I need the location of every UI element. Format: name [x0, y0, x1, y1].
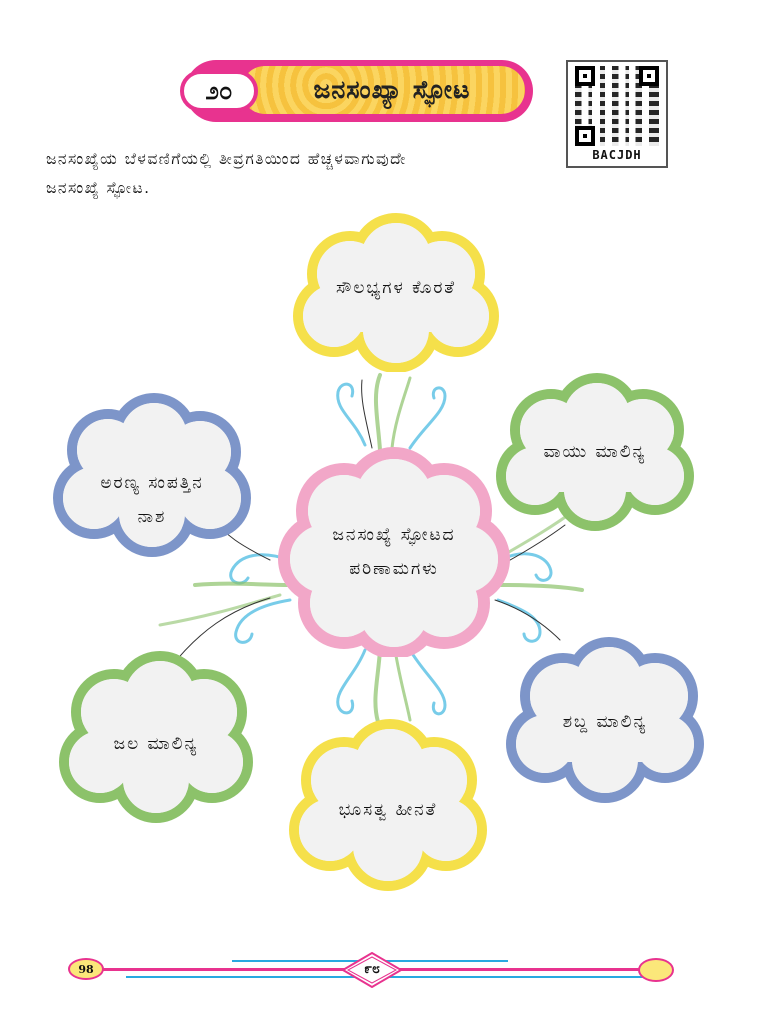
page-number: 98: [68, 958, 104, 980]
cloud-label-center-line1: ಜನಸಂಖ್ಯೆ ಸ್ಫೋಟದ: [332, 525, 456, 545]
cloud-label-left-lower: ಜಲ ಮಾಲಿನ್ಯ: [113, 734, 199, 754]
cloud-label-right-upper: ವಾಯು ಮಾಲಿನ್ಯ: [543, 442, 647, 462]
qr-finder-top-left: [575, 66, 595, 86]
intro-line-1: ಜನಸಂಖ್ಯೆಯ ಬೆಳವಣಿಗೆಯಲ್ಲಿ ತೀವ್ರಗತಿಯಿಂದ ಹೆಚ…: [46, 150, 407, 168]
cloud-label-left-upper: ಅರಣ್ಯ ಸಂಪತ್ತಿನ ನಾಶ: [52, 460, 252, 540]
intro-line-2: ಜನಸಂಖ್ಯೆ ಸ್ಫೋಟ.: [46, 179, 151, 197]
page-number-kannada: ೯೮: [364, 961, 380, 977]
title-banner-fill: [241, 66, 525, 114]
qr-finder-bottom-left: [575, 126, 595, 146]
cloud-left-lower: [59, 651, 253, 823]
qr-finder-top-right: [639, 66, 659, 86]
cloud-label-right-lower: ಶಬ್ದ ಮಾಲಿನ್ಯ: [562, 712, 648, 732]
cloud-center: [278, 447, 510, 657]
cloud-left-upper: [53, 393, 251, 557]
cloud-label-left-upper-line1: ಅರಣ್ಯ ಸಂಪತ್ತಿನ: [100, 473, 204, 493]
page-title: ಜನಸಂಖ್ಯಾ ಸ್ಫೋಟ: [313, 75, 471, 104]
cloud-bottom: [289, 719, 487, 891]
cloud-top: [293, 213, 499, 372]
cloud-label-left-upper-line2: ನಾಶ: [137, 507, 167, 527]
cloud-right-lower: [506, 637, 704, 803]
qr-code-label: BACJDH: [592, 148, 642, 162]
cloud-label-center-line2: ಪರಿಣಾಮಗಳು: [349, 559, 439, 579]
cloud-label-center: ಜನಸಂಖ್ಯೆ ಸ್ಫೋಟದ ಪರಿಣಾಮಗಳು: [278, 512, 510, 592]
page-number-diamond: [342, 952, 402, 988]
footer-oval-right: [638, 958, 674, 982]
cloud-label-bottom: ಭೂಸತ್ವ ಹೀನತೆ: [338, 800, 438, 820]
cloud-label-top: ಸೌಲಭ್ಯಗಳ ಕೊರತೆ: [335, 278, 456, 298]
cloud-right-upper: [496, 373, 694, 531]
intro-paragraph: ಜನಸಂಖ್ಯೆಯ ಬೆಳವಣಿಗೆಯಲ್ಲಿ ತೀವ್ರಗತಿಯಿಂದ ಹೆಚ…: [46, 145, 561, 203]
lesson-number: ೨೦: [180, 70, 258, 112]
